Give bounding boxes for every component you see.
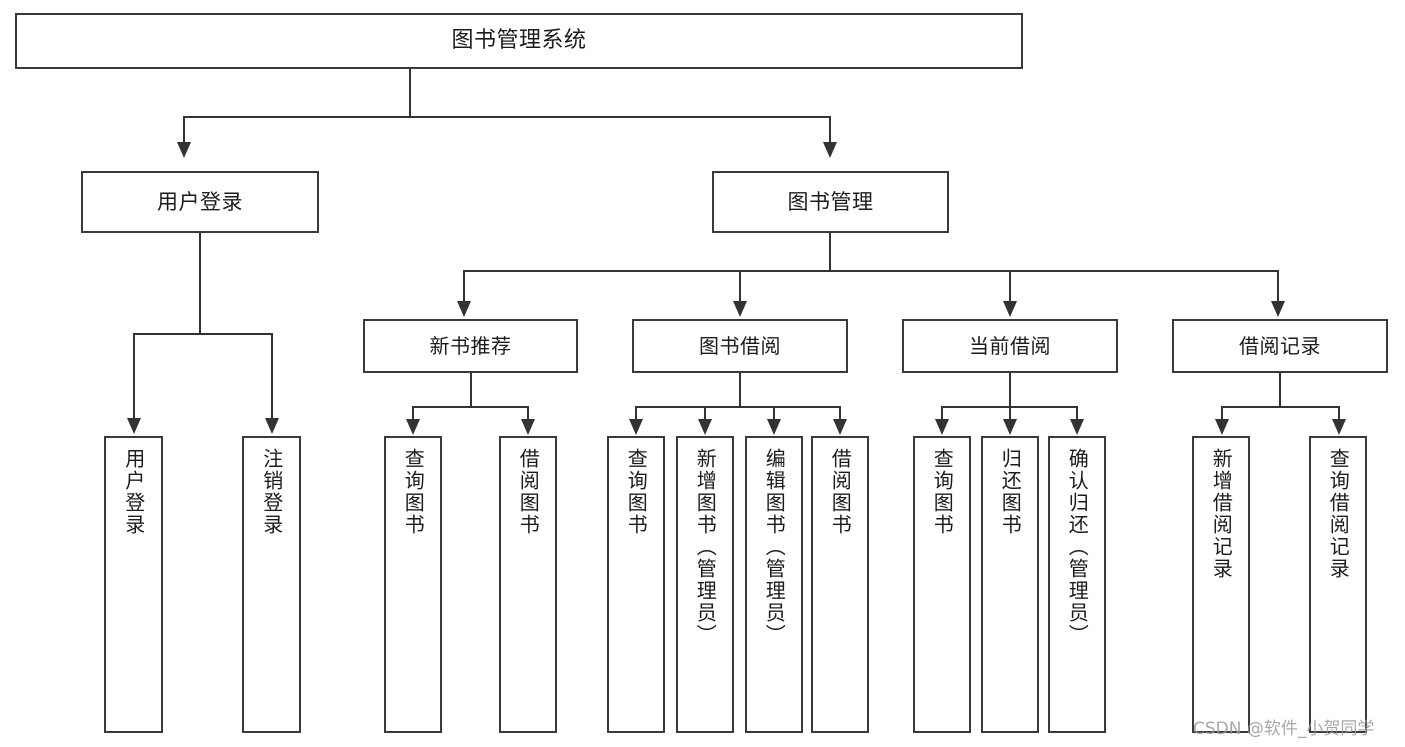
- node-label: 借阅图书: [516, 448, 541, 536]
- leaf-query-book-recommend[interactable]: 查询图书: [384, 436, 442, 733]
- connector-book-borrow-c4: [839, 406, 841, 420]
- node-label: 图书借阅: [699, 333, 781, 358]
- node-borrow-record[interactable]: 借阅记录: [1172, 319, 1388, 373]
- leaf-user-login[interactable]: 用户登录: [104, 436, 163, 733]
- node-label: 确认归还（管理员）: [1065, 448, 1090, 646]
- arrow-book-borrow-c4: [833, 419, 847, 435]
- connector-book-borrow-c3: [773, 406, 775, 420]
- leaf-logout[interactable]: 注销登录: [242, 436, 301, 733]
- node-label: 查询图书: [624, 448, 649, 536]
- connector-borrow-record-bus: [1221, 406, 1340, 408]
- leaf-return-book[interactable]: 归还图书: [981, 436, 1039, 733]
- connector-new-book-trunk: [470, 373, 472, 407]
- arrow-borrow-record-c1: [1215, 419, 1229, 435]
- arrow-to-current-borrow: [1003, 301, 1017, 317]
- node-label: 新书推荐: [429, 333, 512, 358]
- node-label: 借阅记录: [1239, 333, 1321, 358]
- arrow-current-borrow-c3: [1070, 419, 1084, 435]
- arrow-user-login-child1: [127, 418, 141, 434]
- connector-book-mgmt-to-new-book: [463, 270, 465, 302]
- arrow-to-book-borrow: [733, 301, 747, 317]
- arrow-borrow-record-c2: [1332, 419, 1346, 435]
- arrow-user-login-child2: [265, 418, 279, 434]
- leaf-confirm-return-admin[interactable]: 确认归还（管理员）: [1048, 436, 1106, 733]
- connector-new-book-c1: [412, 406, 414, 420]
- connector-book-mgmt-bus: [463, 270, 1279, 272]
- node-label: 当前借阅: [969, 333, 1051, 358]
- arrow-new-book-c2: [521, 419, 535, 435]
- leaf-query-borrow-record[interactable]: 查询借阅记录: [1309, 436, 1367, 733]
- arrow-book-borrow-c2: [698, 419, 712, 435]
- leaf-borrow-book[interactable]: 借阅图书: [811, 436, 869, 733]
- connector-current-borrow-c2: [1009, 406, 1011, 420]
- node-label: 查询图书: [401, 448, 426, 536]
- node-label: 查询图书: [930, 448, 955, 536]
- node-user-login[interactable]: 用户登录: [81, 171, 319, 233]
- connector-borrow-record-c1: [1221, 406, 1223, 420]
- connector-root-bus: [183, 116, 831, 118]
- connector-book-borrow-c1: [635, 406, 637, 420]
- arrow-to-book-mgmt: [823, 142, 837, 158]
- leaf-add-book-admin[interactable]: 新增图书（管理员）: [676, 436, 734, 733]
- arrow-to-user-login: [177, 142, 191, 158]
- connector-book-mgmt-to-current-borrow: [1009, 270, 1011, 302]
- connector-borrow-record-c2: [1338, 406, 1340, 420]
- arrow-current-borrow-c2: [1003, 419, 1017, 435]
- connector-user-login-child1: [133, 333, 135, 419]
- leaf-borrow-book-recommend[interactable]: 借阅图书: [499, 436, 557, 733]
- connector-book-mgmt-trunk: [829, 233, 831, 271]
- node-label: 图书管理系统: [451, 28, 587, 54]
- arrow-new-book-c1: [406, 419, 420, 435]
- arrow-book-borrow-c3: [767, 419, 781, 435]
- node-label: 注销登录: [259, 448, 284, 536]
- leaf-query-book-current[interactable]: 查询图书: [913, 436, 971, 733]
- connector-user-login-trunk: [199, 233, 201, 334]
- connector-new-book-bus: [412, 406, 529, 408]
- node-label: 借阅图书: [828, 448, 853, 536]
- node-label: 归还图书: [998, 448, 1023, 536]
- connector-book-borrow-bus: [635, 406, 841, 408]
- connector-borrow-record-trunk: [1279, 373, 1281, 407]
- node-new-book-recommend[interactable]: 新书推荐: [363, 319, 578, 373]
- connector-root-to-user-login: [183, 116, 185, 144]
- connector-current-borrow-c1: [941, 406, 943, 420]
- leaf-add-borrow-record[interactable]: 新增借阅记录: [1192, 436, 1250, 733]
- node-book-borrow[interactable]: 图书借阅: [632, 319, 848, 373]
- node-label: 新增图书（管理员）: [693, 448, 718, 646]
- node-label: 查询借阅记录: [1326, 448, 1351, 580]
- arrow-to-borrow-record: [1271, 301, 1285, 317]
- connector-book-mgmt-to-book-borrow: [739, 270, 741, 302]
- connector-user-login-bus: [133, 333, 273, 335]
- node-label: 用户登录: [121, 448, 146, 536]
- arrow-book-borrow-c1: [629, 419, 643, 435]
- connector-book-borrow-c2: [704, 406, 706, 420]
- connector-book-borrow-trunk: [739, 373, 741, 407]
- node-label: 图书管理: [787, 189, 874, 214]
- watermark-text: CSDN @软件_小贺同学: [1193, 719, 1375, 739]
- node-label: 用户登录: [157, 189, 243, 214]
- connector-root-trunk: [409, 69, 411, 117]
- node-label: 编辑图书（管理员）: [762, 448, 787, 646]
- connector-current-borrow-trunk: [1009, 373, 1011, 407]
- arrow-to-new-book: [457, 301, 471, 317]
- leaf-edit-book-admin[interactable]: 编辑图书（管理员）: [745, 436, 803, 733]
- connector-book-mgmt-to-borrow-record: [1277, 270, 1279, 302]
- node-label: 新增借阅记录: [1209, 448, 1234, 580]
- node-book-management[interactable]: 图书管理: [712, 171, 949, 233]
- connector-new-book-c2: [527, 406, 529, 420]
- node-root-system[interactable]: 图书管理系统: [15, 13, 1023, 69]
- arrow-current-borrow-c1: [935, 419, 949, 435]
- connector-current-borrow-c3: [1076, 406, 1078, 420]
- connector-root-to-book-mgmt: [829, 116, 831, 144]
- connector-user-login-child2: [271, 333, 273, 419]
- leaf-query-book-borrow[interactable]: 查询图书: [607, 436, 665, 733]
- node-current-borrow[interactable]: 当前借阅: [902, 319, 1118, 373]
